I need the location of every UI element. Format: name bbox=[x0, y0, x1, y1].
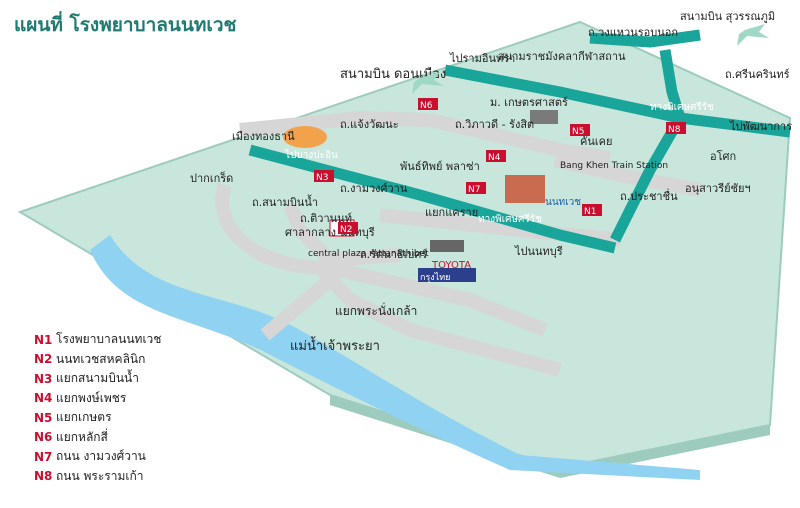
label-victory: อนุสาวรีย์ชัยฯ bbox=[685, 182, 751, 195]
svg-text:N2: N2 bbox=[340, 225, 352, 235]
label-nonthaburi: ไปนนทบุรี bbox=[514, 245, 563, 258]
road-chaengwattana bbox=[239, 111, 431, 137]
label-kasem: แยกแคราย bbox=[425, 206, 478, 219]
label-sinakarin: ถ.ศรีนครินทร์ bbox=[725, 68, 790, 81]
legend-label: ถนน พระรามเก้า bbox=[56, 468, 144, 483]
expressway-udon bbox=[248, 144, 617, 254]
block-hospital bbox=[505, 175, 545, 203]
expressways bbox=[248, 29, 791, 254]
legend-code: N1 bbox=[34, 332, 53, 347]
label-toyota: TOYOTA bbox=[431, 260, 471, 271]
marker-n3: N3 bbox=[314, 170, 334, 183]
road-phra-nang-klao bbox=[260, 274, 335, 341]
legend-label: ถนน งามวงศ์วาน bbox=[56, 449, 146, 464]
label-kaset: ม. เกษตรศาสตร์ bbox=[490, 96, 568, 109]
label-pracha-chuen: ถ.ประชาชื่น bbox=[620, 188, 678, 203]
marker-n6: N6 bbox=[418, 98, 438, 111]
svg-text:N4: N4 bbox=[488, 153, 501, 163]
road-tiwanon bbox=[283, 202, 401, 267]
legend-label: แยกพงษ์เพชร bbox=[56, 390, 127, 405]
label-nonthavej-sign: นนทเวช bbox=[545, 197, 581, 208]
label-chao-phraya: แม่น้ำเจ้าพระยา bbox=[290, 336, 380, 354]
label-bang-khen-label: Bang Khen Train Station bbox=[560, 161, 668, 171]
svg-text:N8: N8 bbox=[668, 125, 681, 135]
road-vibhavadi bbox=[428, 113, 612, 165]
svg-text:N6: N6 bbox=[420, 101, 433, 111]
map-title: แผนที่ โรงพยาบาลนนทเวช bbox=[14, 14, 237, 36]
label-don-mueang: สนามบิน ดอนเมือง bbox=[340, 66, 446, 82]
label-pak-kret: ปากเกร็ด bbox=[190, 171, 233, 185]
marker-n4: N4 bbox=[486, 150, 506, 163]
map-ground-side bbox=[330, 395, 770, 478]
legend-code: N7 bbox=[34, 449, 53, 464]
legend-label: นนทเวชสหคลินิก bbox=[56, 351, 146, 366]
label-lad-prao: ไปพัฒนาการ bbox=[729, 120, 792, 133]
road-rattanathibet bbox=[314, 263, 562, 377]
svg-text:N5: N5 bbox=[572, 127, 584, 137]
label-suvarnabhumi: สนามบิน สุวรรณภูมิ bbox=[680, 10, 775, 23]
label-ring-road: ถ.วงแหวนรอบนอก bbox=[588, 26, 678, 39]
airplane-icon bbox=[412, 24, 769, 94]
block-muang-thong bbox=[283, 126, 327, 148]
label-ram-indra-east: ทางพิเศษศรีรัช bbox=[478, 213, 542, 225]
label-central: central plaza rattanathibet bbox=[308, 249, 429, 259]
legend-code: N3 bbox=[34, 371, 53, 386]
label-utthayan: ไปบางปะอิน bbox=[284, 149, 338, 161]
legend-code: N5 bbox=[34, 410, 53, 425]
legend-label: แยกเกษตร bbox=[56, 410, 112, 425]
marker-n5: N5 bbox=[570, 124, 590, 137]
marker-n7: N7 bbox=[466, 182, 486, 195]
label-bang-khen-station: ไปรามอินทรา bbox=[449, 52, 515, 65]
svg-text:N7: N7 bbox=[468, 185, 480, 195]
label-chaengwattana: ถ.แจ้งวัฒนะ bbox=[340, 118, 399, 131]
road-sanambin-nam bbox=[215, 182, 548, 337]
block-krungthai bbox=[418, 268, 476, 282]
label-muang-thong: เมืองทองธานี bbox=[232, 130, 295, 143]
label-pak-kret-city: ศาลากลาง นนทบุรี bbox=[285, 226, 375, 239]
legend-code: N2 bbox=[34, 352, 53, 367]
svg-text:N3: N3 bbox=[316, 173, 328, 183]
label-phahon: ทางพิเศษศรีรัช bbox=[650, 101, 714, 113]
label-rattanathibet: ถ.รัตนาธิเบศร์ bbox=[360, 248, 427, 261]
label-sanam-bin-nam: ถ.สนามบินน้ำ bbox=[252, 194, 318, 209]
expressway-vertical bbox=[610, 115, 685, 243]
expressway-sirat bbox=[443, 64, 791, 138]
label-vibhavadi: ถ.วิภาวดี - รังสิต bbox=[455, 118, 534, 131]
marker-n8: N8 bbox=[666, 122, 686, 135]
marker-n1: N1 bbox=[582, 204, 602, 217]
block-kaset bbox=[530, 110, 558, 124]
legend-code: N6 bbox=[34, 430, 53, 445]
label-ngamwongwan: ถ.งามวงศ์วาน bbox=[340, 182, 408, 195]
label-kasikorn: กรุงไทย bbox=[420, 272, 450, 283]
legend-label: แยกสนามบินน้ำ bbox=[56, 371, 139, 386]
label-huai-khwang: คันเคย bbox=[580, 135, 612, 148]
label-airport-park: สนามราชมังคลากีฬาสถาน bbox=[498, 50, 626, 63]
legend-code: N8 bbox=[34, 469, 53, 484]
label-fashion: พันธ์ทิพย์ พลาซ่า bbox=[400, 160, 480, 173]
expressway-ring bbox=[589, 29, 701, 48]
legend-label: โรงพยาบาลนนทเวช bbox=[56, 332, 162, 347]
markers: N1 N2 N3 N4 N5 N6 N7 N8 bbox=[314, 98, 686, 235]
expressway-motorway bbox=[659, 49, 686, 120]
label-phra-nang-klao: แยกพระนั่งเกล้า bbox=[335, 302, 417, 318]
legend-code: N4 bbox=[34, 391, 53, 406]
label-aokaw: อโศก bbox=[710, 149, 736, 163]
block-toyota bbox=[430, 240, 464, 252]
legend-label: แยกหลักสี่ bbox=[56, 429, 108, 444]
label-tiwanon: ถ.ติวานนท์ bbox=[300, 212, 352, 225]
local-roads bbox=[215, 111, 702, 377]
svg-text:N1: N1 bbox=[584, 207, 596, 217]
marker-n2: N2 bbox=[338, 222, 358, 235]
road-pracha-chuen bbox=[553, 153, 702, 197]
